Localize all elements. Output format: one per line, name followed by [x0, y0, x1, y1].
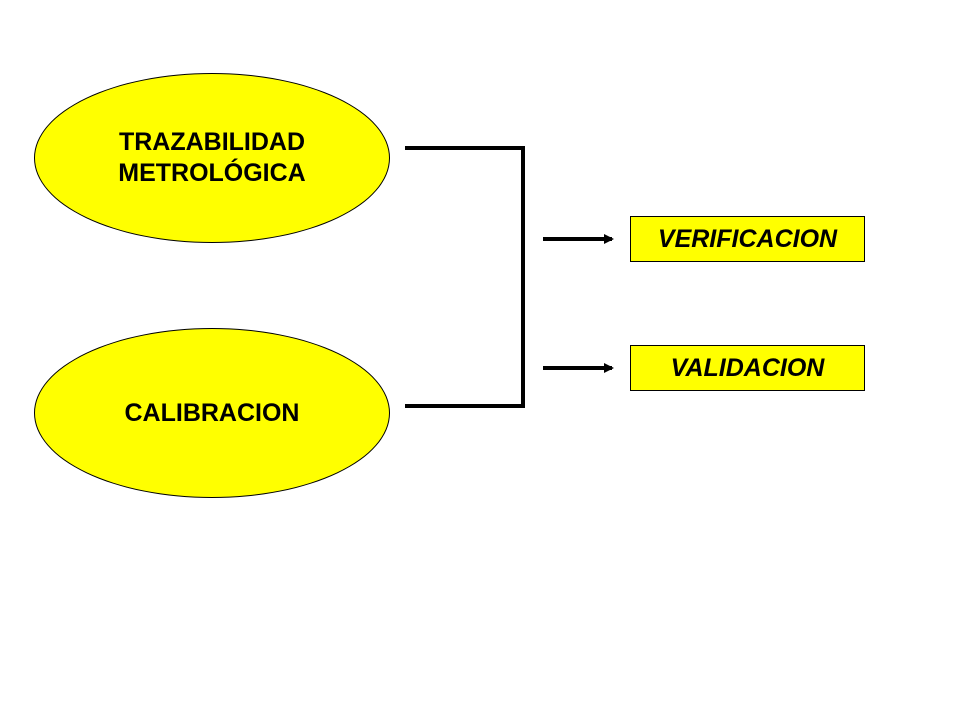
trazabilidad-label: TRAZABILIDAD METROLÓGICA: [118, 128, 306, 187]
verificacion-box: VERIFICACION: [630, 216, 865, 262]
validacion-label: VALIDACION: [670, 353, 825, 382]
verificacion-label: VERIFICACION: [657, 224, 838, 253]
validacion-box: VALIDACION: [630, 345, 865, 391]
calibracion-node: CALIBRACION: [34, 328, 390, 498]
trazabilidad-node: TRAZABILIDAD METROLÓGICA: [34, 73, 390, 243]
calibracion-label: CALIBRACION: [124, 398, 300, 427]
